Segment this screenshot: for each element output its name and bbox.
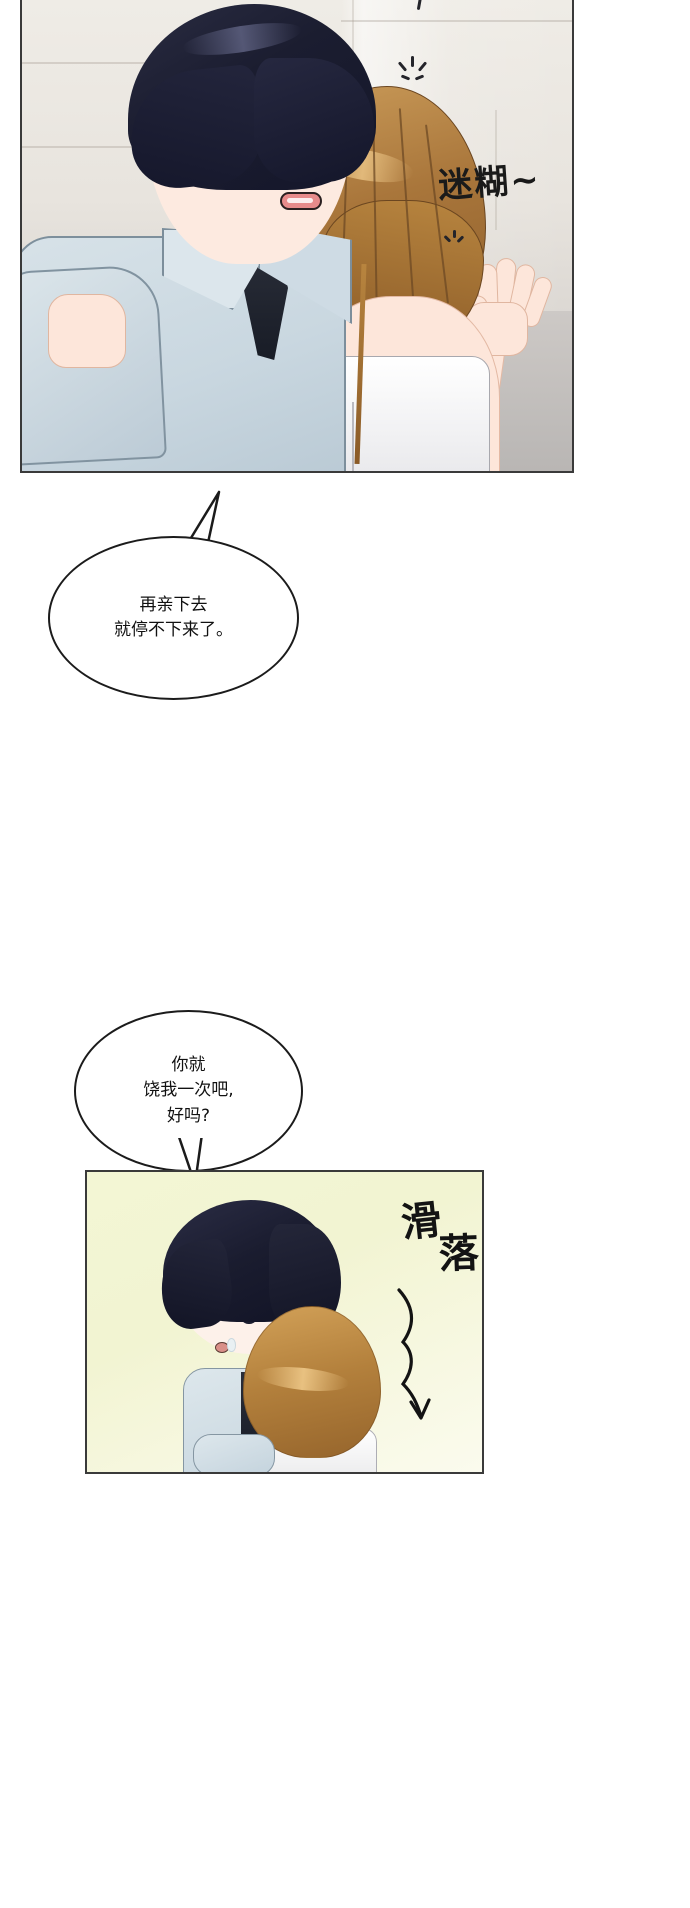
bubble-2-text: 你就 饶我一次吧, 好吗? — [143, 1053, 233, 1130]
sparkle-icon — [443, 230, 464, 248]
bubble-1-line-1: 再亲下去 — [139, 594, 208, 615]
chibi-sweat-drop — [227, 1338, 236, 1352]
sfx-char-1: 滑 — [398, 1196, 444, 1247]
man-hair-right — [254, 58, 374, 182]
dress-fold — [352, 402, 354, 471]
bubble-1-line-2: 就停不下来了。 — [114, 620, 233, 640]
wall-seam — [22, 146, 187, 148]
comic-panel-2: 滑 落 — [85, 1170, 484, 1474]
bubble-2-line-2: 饶我一次吧, — [143, 1080, 234, 1101]
wall-seam — [341, 20, 572, 22]
man-mouth — [280, 192, 322, 210]
sfx-char-2: 落 — [437, 1230, 480, 1278]
speech-bubble-1: 再亲下去 就停不下来了。 — [48, 536, 299, 700]
sparkle-icon — [412, 0, 428, 14]
bubble-2-line-1: 你就 — [171, 1054, 206, 1075]
wall-seam — [495, 110, 497, 230]
bubble-1-text: 再亲下去 就停不下来了。 — [114, 593, 233, 644]
sound-effect-mihu: 迷糊~ — [436, 159, 543, 207]
sparkle-icon — [397, 56, 428, 82]
chibi-man-arm — [193, 1434, 275, 1472]
sound-effect-huailuo: 滑 落 — [399, 1196, 481, 1279]
motion-arrow-icon — [397, 1288, 431, 1420]
bubble-2-line-3: 好吗? — [166, 1105, 211, 1126]
man-hand — [48, 294, 126, 368]
comic-panel-1: 迷糊~ — [20, 0, 574, 473]
